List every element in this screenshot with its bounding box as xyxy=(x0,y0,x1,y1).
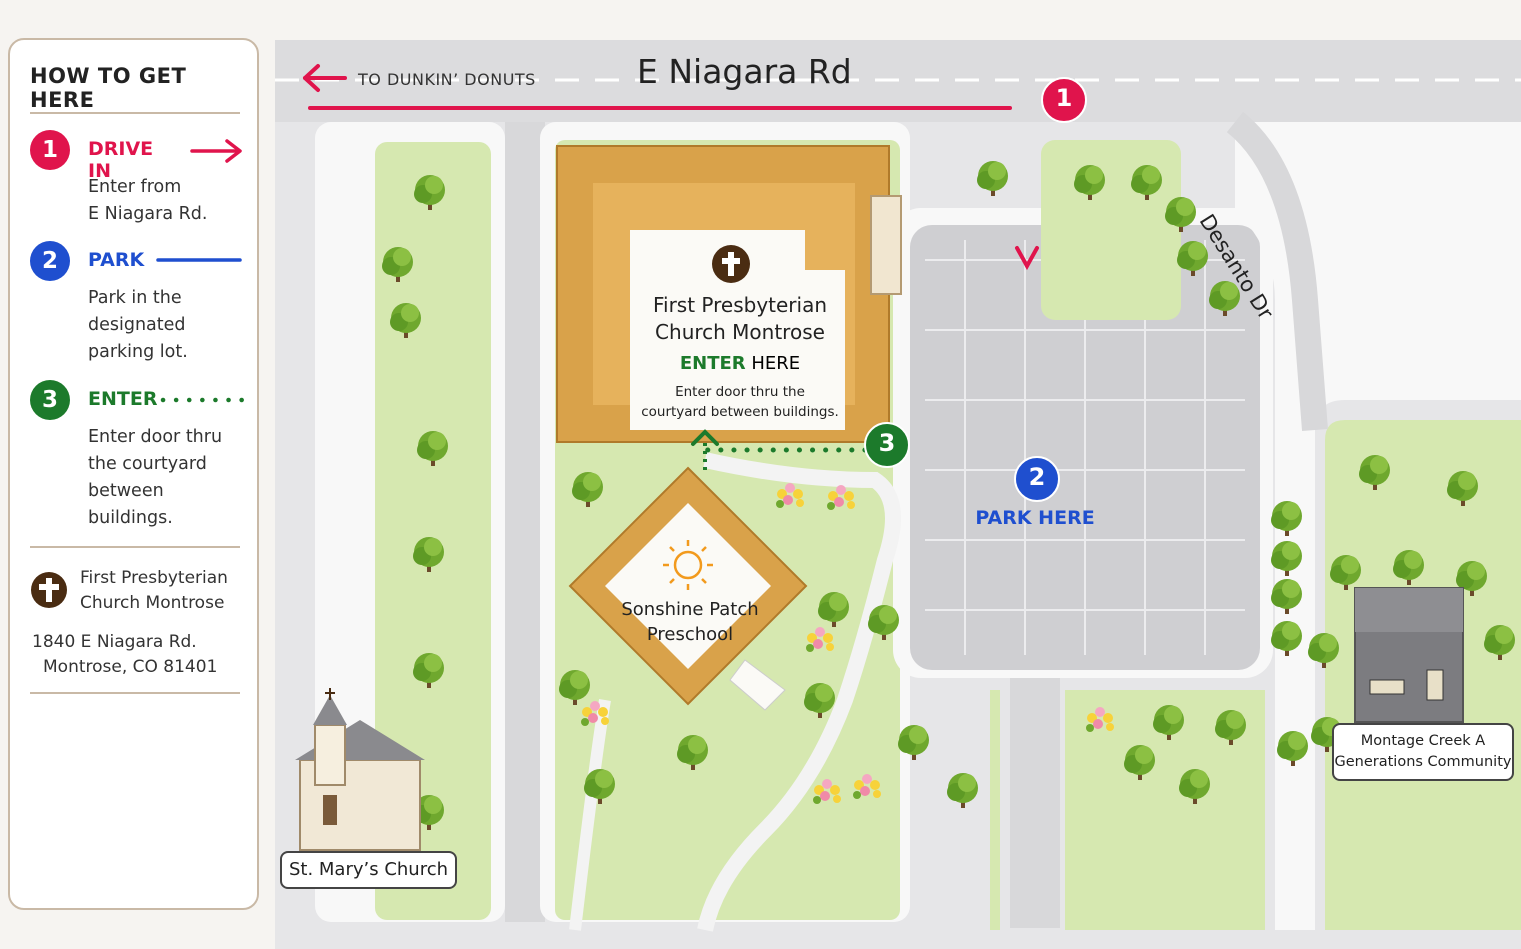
montage-creek-label: Montage Creek A Generations Community xyxy=(1332,723,1514,781)
step-number-2: 2 xyxy=(30,241,70,281)
legend-panel: HOW TO GET HERE 1 DRIVE IN Enter from E … xyxy=(8,38,259,910)
park-here-label: PARK HERE xyxy=(975,507,1095,529)
preschool-label: Sonshine Patch Preschool xyxy=(605,597,775,647)
blue-line-icon xyxy=(156,258,242,262)
enter-here-label: ENTER HERE xyxy=(635,353,845,374)
step-text-line: parking lot. xyxy=(88,342,188,362)
house-icon xyxy=(1354,587,1464,723)
step-label-park: PARK xyxy=(88,249,145,271)
step-text-line: Park in the xyxy=(88,288,182,308)
preschool-line: Sonshine Patch xyxy=(621,599,759,620)
divider xyxy=(30,112,240,114)
step-text-line: buildings. xyxy=(88,508,173,528)
map-badge-3: 3 xyxy=(864,422,910,468)
step-text-enter: Enter door thru the courtyard between bu… xyxy=(88,424,248,532)
enter-word: ENTER xyxy=(679,353,746,374)
step-text-line: E Niagara Rd. xyxy=(88,204,208,224)
map-badge-2: 2 xyxy=(1014,456,1060,502)
legend-address: 1840 E Niagara Rd. Montrose, CO 81401 xyxy=(32,630,217,680)
legend-title: HOW TO GET HERE xyxy=(30,64,187,112)
step-text-drive: Enter from E Niagara Rd. xyxy=(88,174,248,228)
step-text-park: Park in the designated parking lot. xyxy=(88,285,248,366)
address-line: 1840 E Niagara Rd. xyxy=(32,632,197,652)
step-text-line: Enter door thru xyxy=(88,427,223,447)
step-number-1: 1 xyxy=(30,130,70,170)
campus-map: E Niagara Rd TO DUNKIN’ DONUTS Desanto D… xyxy=(275,0,1521,949)
enter-route xyxy=(691,429,868,470)
montage-line: Montage Creek A xyxy=(1360,733,1486,749)
step-label-drive-in: DRIVE IN xyxy=(88,138,154,182)
st-marys-label: St. Mary’s Church xyxy=(280,851,457,889)
step-text-line: Enter from xyxy=(88,177,182,197)
address-line: Montrose, CO 81401 xyxy=(43,657,218,677)
step-number-3: 3 xyxy=(30,380,70,420)
drive-route xyxy=(303,64,1039,271)
church-name-line: Church Montrose xyxy=(80,593,225,613)
church-title-line: First Presbyterian xyxy=(652,293,828,317)
step-text-line: the courtyard xyxy=(88,454,207,474)
divider xyxy=(30,546,240,548)
church-title-line: Church Montrose xyxy=(655,320,825,344)
road-label-e-niagara: E Niagara Rd xyxy=(637,52,852,91)
step-text-line: between xyxy=(88,481,164,501)
here-word: HERE xyxy=(745,353,801,374)
montage-line: Generations Community xyxy=(1334,754,1512,770)
legend-church-name: First Presbyterian Church Montrose xyxy=(80,566,228,616)
map-badge-1: 1 xyxy=(1041,77,1087,123)
church-name-line: First Presbyterian xyxy=(80,568,228,588)
sun-icon xyxy=(663,540,713,590)
to-dunkin-donuts-label: TO DUNKIN’ DONUTS xyxy=(358,70,536,89)
divider xyxy=(30,692,240,694)
step-label-enter: ENTER xyxy=(88,388,158,410)
enter-instructions: Enter door thru the courtyard between bu… xyxy=(630,382,850,422)
green-dotted-line-icon xyxy=(160,397,244,403)
church-title: First Presbyterian Church Montrose xyxy=(635,292,845,346)
right-arrow-icon xyxy=(190,139,242,163)
enter-instruction-line: Enter door thru the xyxy=(675,384,805,400)
preschool-line: Preschool xyxy=(646,624,734,645)
enter-instruction-line: courtyard between buildings. xyxy=(641,404,839,420)
church-building-icon xyxy=(295,688,425,851)
step-text-line: designated xyxy=(88,315,186,335)
map-canvas xyxy=(275,40,1521,949)
cross-icon xyxy=(31,572,67,608)
